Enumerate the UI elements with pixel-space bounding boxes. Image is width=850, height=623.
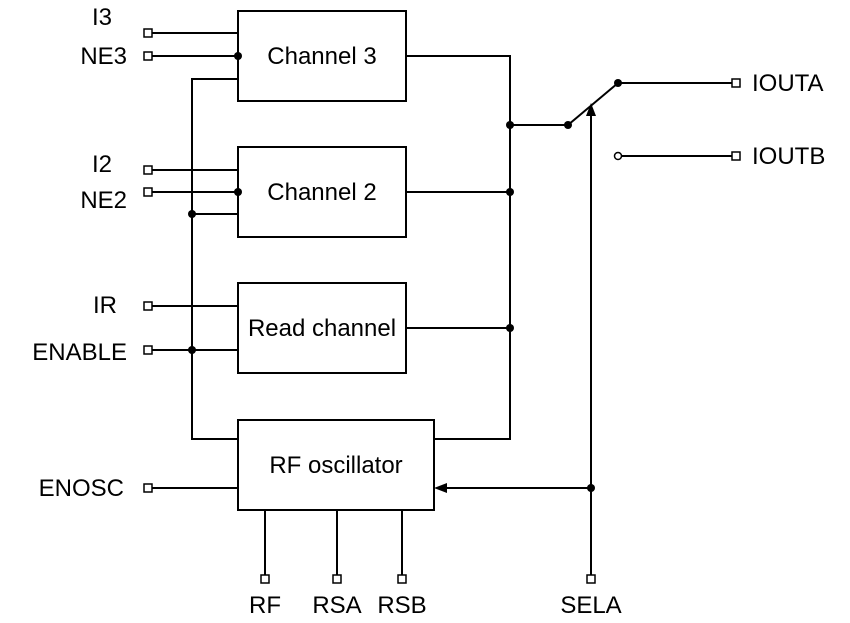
wire-left-bus: [191, 78, 238, 440]
channel-2-label: Channel 2: [267, 179, 376, 206]
label-enable: ENABLE: [32, 339, 127, 366]
rf-oscillator-label: RF oscillator: [269, 452, 402, 479]
label-i2: I2: [92, 151, 112, 178]
pin-i2: [143, 165, 153, 175]
label-ioutb: IOUTB: [752, 143, 825, 170]
pin-enable: [143, 345, 153, 355]
junction-out-switch: [506, 121, 514, 129]
label-iouta: IOUTA: [752, 70, 824, 97]
sela-arrow-up: [586, 103, 596, 116]
wires: [152, 32, 732, 575]
channel-2-block: Channel 2: [237, 146, 407, 238]
pin-iouta: [731, 78, 741, 88]
pin-i3: [143, 28, 153, 38]
pin-rsa: [332, 574, 342, 584]
switch-pivot: [564, 121, 572, 129]
pin-rf: [260, 574, 270, 584]
pin-labels: I3 NE3 I2 NE2 IR ENABLE ENOSC IOUTA IOUT…: [32, 4, 825, 619]
switch-blade: [567, 82, 619, 126]
wire-ch3-out: [406, 55, 511, 440]
rf-oscillator-block: RF oscillator: [237, 419, 435, 511]
channel-3-block: Channel 3: [237, 10, 407, 102]
label-sela: SELA: [560, 592, 621, 619]
label-enosc: ENOSC: [39, 475, 124, 502]
label-rf: RF: [249, 592, 281, 619]
read-channel-block: Read channel: [237, 282, 407, 374]
label-ne3: NE3: [80, 43, 127, 70]
junction-ne2: [234, 188, 242, 196]
switch-contact-b: [613, 151, 623, 161]
junction-ne3: [234, 52, 242, 60]
switch-contact-a: [614, 79, 622, 87]
pin-rsb: [397, 574, 407, 584]
label-rsa: RSA: [312, 592, 361, 619]
label-rsb: RSB: [377, 592, 426, 619]
pin-enosc: [143, 483, 153, 493]
junction-bus-enable: [188, 346, 196, 354]
junction-sela-osc: [587, 484, 595, 492]
osc-arrow-left: [434, 483, 447, 493]
label-ne2: NE2: [80, 187, 127, 214]
pin-sela: [586, 574, 596, 584]
channel-3-label: Channel 3: [267, 43, 376, 70]
junction-dots: [188, 52, 622, 492]
junction-out-ch2: [506, 188, 514, 196]
pin-ne3: [143, 51, 153, 61]
label-i3: I3: [92, 4, 112, 31]
pin-terminals: [143, 28, 741, 584]
junction-out-read: [506, 324, 514, 332]
junction-bus-ch2: [188, 210, 196, 218]
pin-ne2: [143, 187, 153, 197]
pin-ir: [143, 301, 153, 311]
read-channel-label: Read channel: [248, 315, 396, 342]
pin-ioutb: [731, 151, 741, 161]
label-ir: IR: [93, 292, 117, 319]
